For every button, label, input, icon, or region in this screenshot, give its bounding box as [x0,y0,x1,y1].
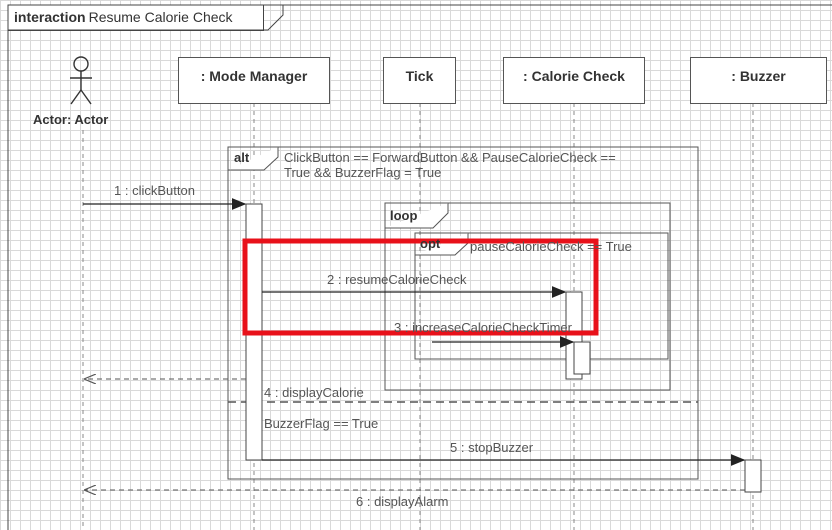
opt-guard: pauseCalorieCheck == True [470,239,632,254]
alt-guard-1: ClickButton == ForwardButton && PauseCal… [284,150,616,180]
interaction-frame [7,4,832,530]
message-4-label: 4 : displayCalorie [264,385,364,400]
alt-tab [228,147,279,171]
message-3-label: 3 : increaseCalorieCheckTimer [394,320,572,335]
loop-tab [385,203,449,229]
activation-buzzer [744,459,762,493]
interaction-frame-tab-edge [8,5,284,31]
opt-keyword: opt [420,236,441,251]
lifeline-head-mode-manager: : Mode Manager [178,57,330,104]
message-1-label: 1 : clickButton [114,183,195,198]
interaction-keyword: interaction [14,9,86,25]
activation-calorie-check-2 [573,341,591,375]
actor-figure [70,56,92,105]
opt-fragment [414,232,669,360]
lifeline-head-buzzer: : Buzzer [690,57,827,104]
interaction-name: Resume Calorie Check [88,9,233,25]
lifeline-head-calorie-check: : Calorie Check [503,57,645,104]
message-5-label: 5 : stopBuzzer [450,440,534,455]
alt-keyword: alt [234,150,250,165]
alt-guard-2: BuzzerFlag == True [264,416,379,431]
message-2-label: 2 : resumeCalorieCheck [327,272,467,287]
loop-fragment [384,202,671,391]
actor-label: Actor: Actor [33,112,109,127]
lifeline-head-tick: Tick [383,57,456,104]
loop-keyword: loop [390,208,418,223]
message-6-label: 6 : displayAlarm [356,494,449,509]
highlight-box [242,238,599,336]
alt-fragment [227,146,699,480]
